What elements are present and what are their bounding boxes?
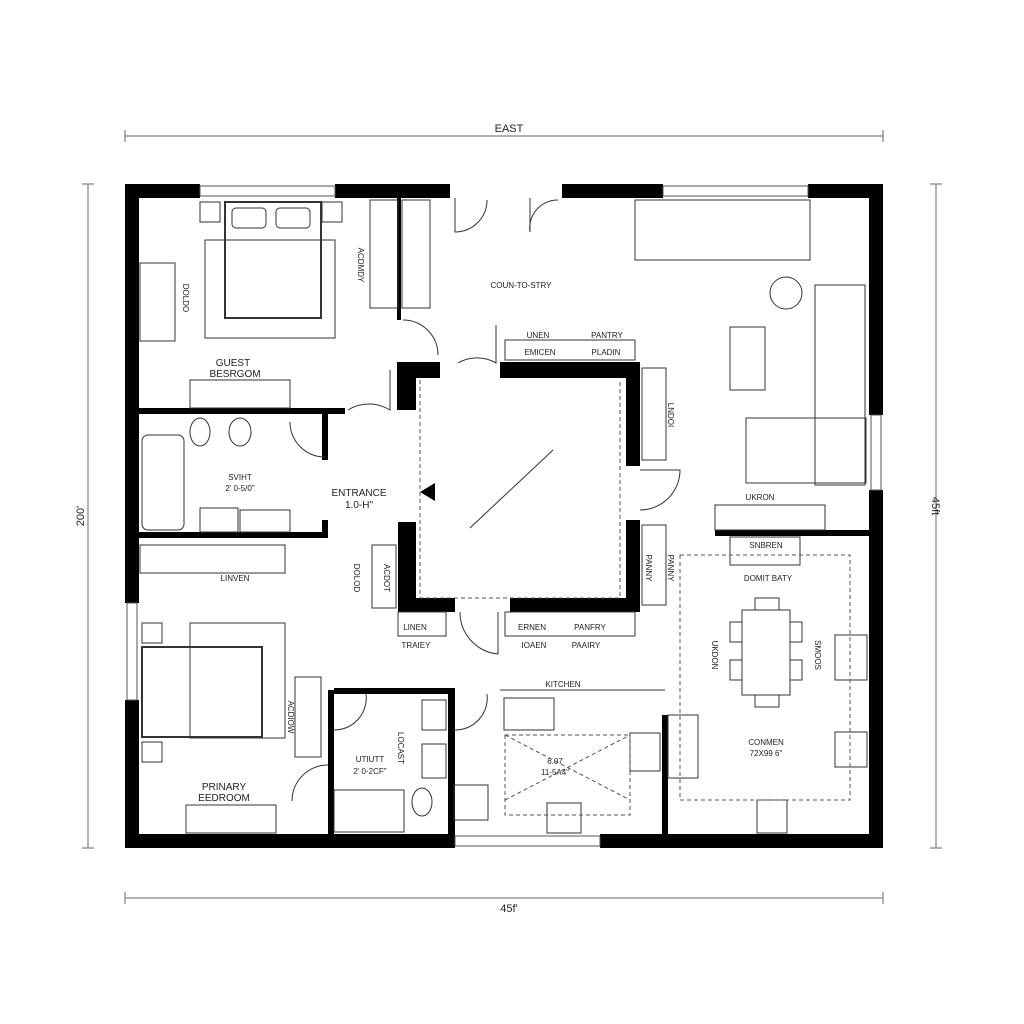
exterior-walls xyxy=(125,184,883,848)
label-primary-closet: ACDIOW xyxy=(286,701,295,734)
label-core-bottom-sub1: TRAIEY xyxy=(402,641,432,650)
label-bath-dim: 2' 0-5/0" xyxy=(225,484,254,493)
label-core-right-bottom-1: PANNY xyxy=(644,555,653,583)
label-guest-dresser: DOLDO xyxy=(181,284,190,312)
label-core-bottom-ernen: ERNEN xyxy=(518,623,546,632)
label-core-bottom-linen: LINEN xyxy=(403,623,427,632)
label-guest-closet: ACDMDY xyxy=(356,248,365,283)
dimension-bottom: 45f' xyxy=(500,903,517,915)
label-linen-hall: LINVEN xyxy=(221,574,250,583)
label-common-dim: 72X99 6" xyxy=(750,749,783,758)
label-core-bottom-panfry: PANFRY xyxy=(574,623,606,632)
label-core-right-bottom-2: PANNY xyxy=(666,555,675,583)
label-living-console: UKRON xyxy=(746,493,775,502)
entrance-arrow-icon xyxy=(420,483,435,501)
label-kitchen-dim-2: 11-5A4" xyxy=(541,768,569,777)
label-bath: SVIHT xyxy=(228,473,252,482)
dimension-lines xyxy=(82,130,942,904)
dimension-left: 200' xyxy=(75,506,87,526)
label-entrance-dim: 1.0-H" xyxy=(345,500,373,511)
label-core-bottom-sub2: IOAEN xyxy=(522,641,547,650)
label-dining: DOMIT BATY xyxy=(744,574,793,583)
label-dining-left: UKDON xyxy=(710,641,719,670)
label-primary-bedroom: PRINARY xyxy=(202,782,247,793)
label-sideboard: SNBREN xyxy=(749,541,783,550)
doors xyxy=(289,198,681,802)
label-core-top-sub2: PLADIN xyxy=(592,348,621,357)
label-core-top-pantry: PANTRY xyxy=(591,331,623,340)
windows xyxy=(126,185,882,847)
interior-walls xyxy=(139,198,869,834)
label-kitchen: KITCHEN xyxy=(545,680,580,689)
label-utility-side: LOCAST xyxy=(396,732,405,764)
dashed-outlines xyxy=(419,380,851,816)
label-common: CONMEN xyxy=(748,738,784,747)
room-labels: GUEST BESRGOM ACDMDY DOLDO SVIHT 2' 0-5/… xyxy=(181,248,822,804)
label-entrance: ENTRANCE xyxy=(331,488,386,499)
furniture xyxy=(139,199,868,834)
dimension-top: EAST xyxy=(495,123,524,135)
label-core-left-1: DOLOD xyxy=(352,564,361,593)
label-guest-bedroom: GUEST xyxy=(216,358,250,369)
label-primary-bedroom-2: EEDROOM xyxy=(198,793,250,804)
label-core-bottom-sub3: PAAIRY xyxy=(572,641,601,650)
diagonal-line xyxy=(469,449,554,529)
label-core-right-top: LNDOI xyxy=(666,403,675,427)
label-utility: UTIUTT xyxy=(356,755,385,764)
label-guest-bedroom-2: BESRGOM xyxy=(209,369,260,380)
label-dining-right: SMOOS xyxy=(813,640,822,670)
label-core-left-2: ACDOT xyxy=(382,564,391,592)
label-country: COUN-TO-STRY xyxy=(490,281,552,290)
dimension-right: 45ft xyxy=(929,497,941,515)
label-utility-dim: 2' 0-2CF" xyxy=(353,767,386,776)
label-core-top-sub1: EMICEN xyxy=(524,348,555,357)
label-kitchen-dim: 6.07 xyxy=(547,757,563,766)
label-core-top-linen: UNEN xyxy=(527,331,550,340)
